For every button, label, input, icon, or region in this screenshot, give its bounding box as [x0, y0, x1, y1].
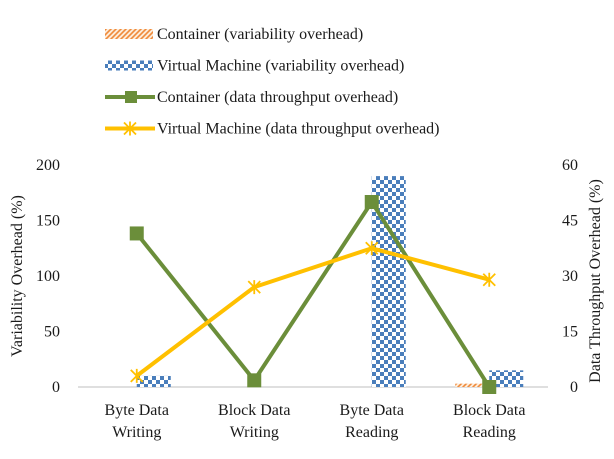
- point-container-throughput: [482, 380, 497, 394]
- bar-vm-variability: [136, 375, 171, 387]
- point-vm-throughput: [130, 368, 144, 383]
- line-container-throughput: [135, 200, 491, 389]
- bar-container-variability: [455, 383, 490, 387]
- legend-label-virtual-machine-data-throughput-overhead: Virtual Machine (data throughput overhea…: [157, 121, 440, 138]
- legend-label-virtual-machine-variability-overhead: Virtual Machine (variability overhead): [157, 58, 404, 75]
- legend-label-container-variability-overhead: Container (variability overhead): [157, 26, 363, 43]
- legend-label-container-data-throughput-overhead: Container (data throughput overhead): [157, 89, 398, 106]
- legend-swatch-container-variability-overhead: [105, 29, 153, 39]
- y-right-axis-title: Data Throughput Overhead (%): [587, 179, 604, 383]
- x-category-label: Writing: [230, 424, 279, 441]
- bars: [136, 176, 524, 387]
- point-vm-throughput: [247, 280, 261, 295]
- point-vm-throughput: [482, 272, 496, 287]
- x-category-label: Block Data: [218, 402, 290, 419]
- line-vm-throughput: [135, 246, 490, 378]
- bar-vm-variability: [489, 370, 524, 387]
- y-left-tick-label: 50: [44, 324, 60, 341]
- x-category-label: Byte Data: [105, 402, 169, 419]
- y-left-tick-label: 200: [36, 157, 60, 174]
- y-left-tick-label: 150: [36, 213, 60, 230]
- lines: [129, 195, 497, 394]
- y-right-tick-label: 60: [562, 157, 578, 174]
- y-right-tick-label: 30: [562, 268, 578, 285]
- x-category-label: Writing: [112, 424, 161, 441]
- x-category-label: Byte Data: [340, 402, 404, 419]
- legend-marker-container-data-throughput-overhead: [125, 91, 137, 103]
- y-left-tick-label: 0: [52, 379, 60, 396]
- y-left-tick-label: 100: [36, 268, 60, 285]
- point-vm-throughput: [365, 241, 379, 256]
- y-right-tick-label: 0: [570, 379, 578, 396]
- point-container-throughput: [247, 373, 262, 388]
- y-right-tick-label: 15: [562, 324, 578, 341]
- y-right-tick-label: 45: [562, 213, 578, 230]
- point-container-throughput: [129, 226, 144, 241]
- legend-swatch-virtual-machine-variability-overhead: [105, 60, 153, 71]
- y-left-axis-title: Variability Overhead (%): [9, 195, 26, 357]
- x-category-label: Reading: [463, 424, 516, 441]
- legend-marker-virtual-machine-data-throughput-overhead: [123, 121, 137, 136]
- point-container-throughput: [364, 195, 379, 209]
- x-category-label: Reading: [345, 424, 398, 441]
- legend: Container (variability overhead) Virtual …: [105, 26, 440, 138]
- x-category-label: Block Data: [453, 402, 525, 419]
